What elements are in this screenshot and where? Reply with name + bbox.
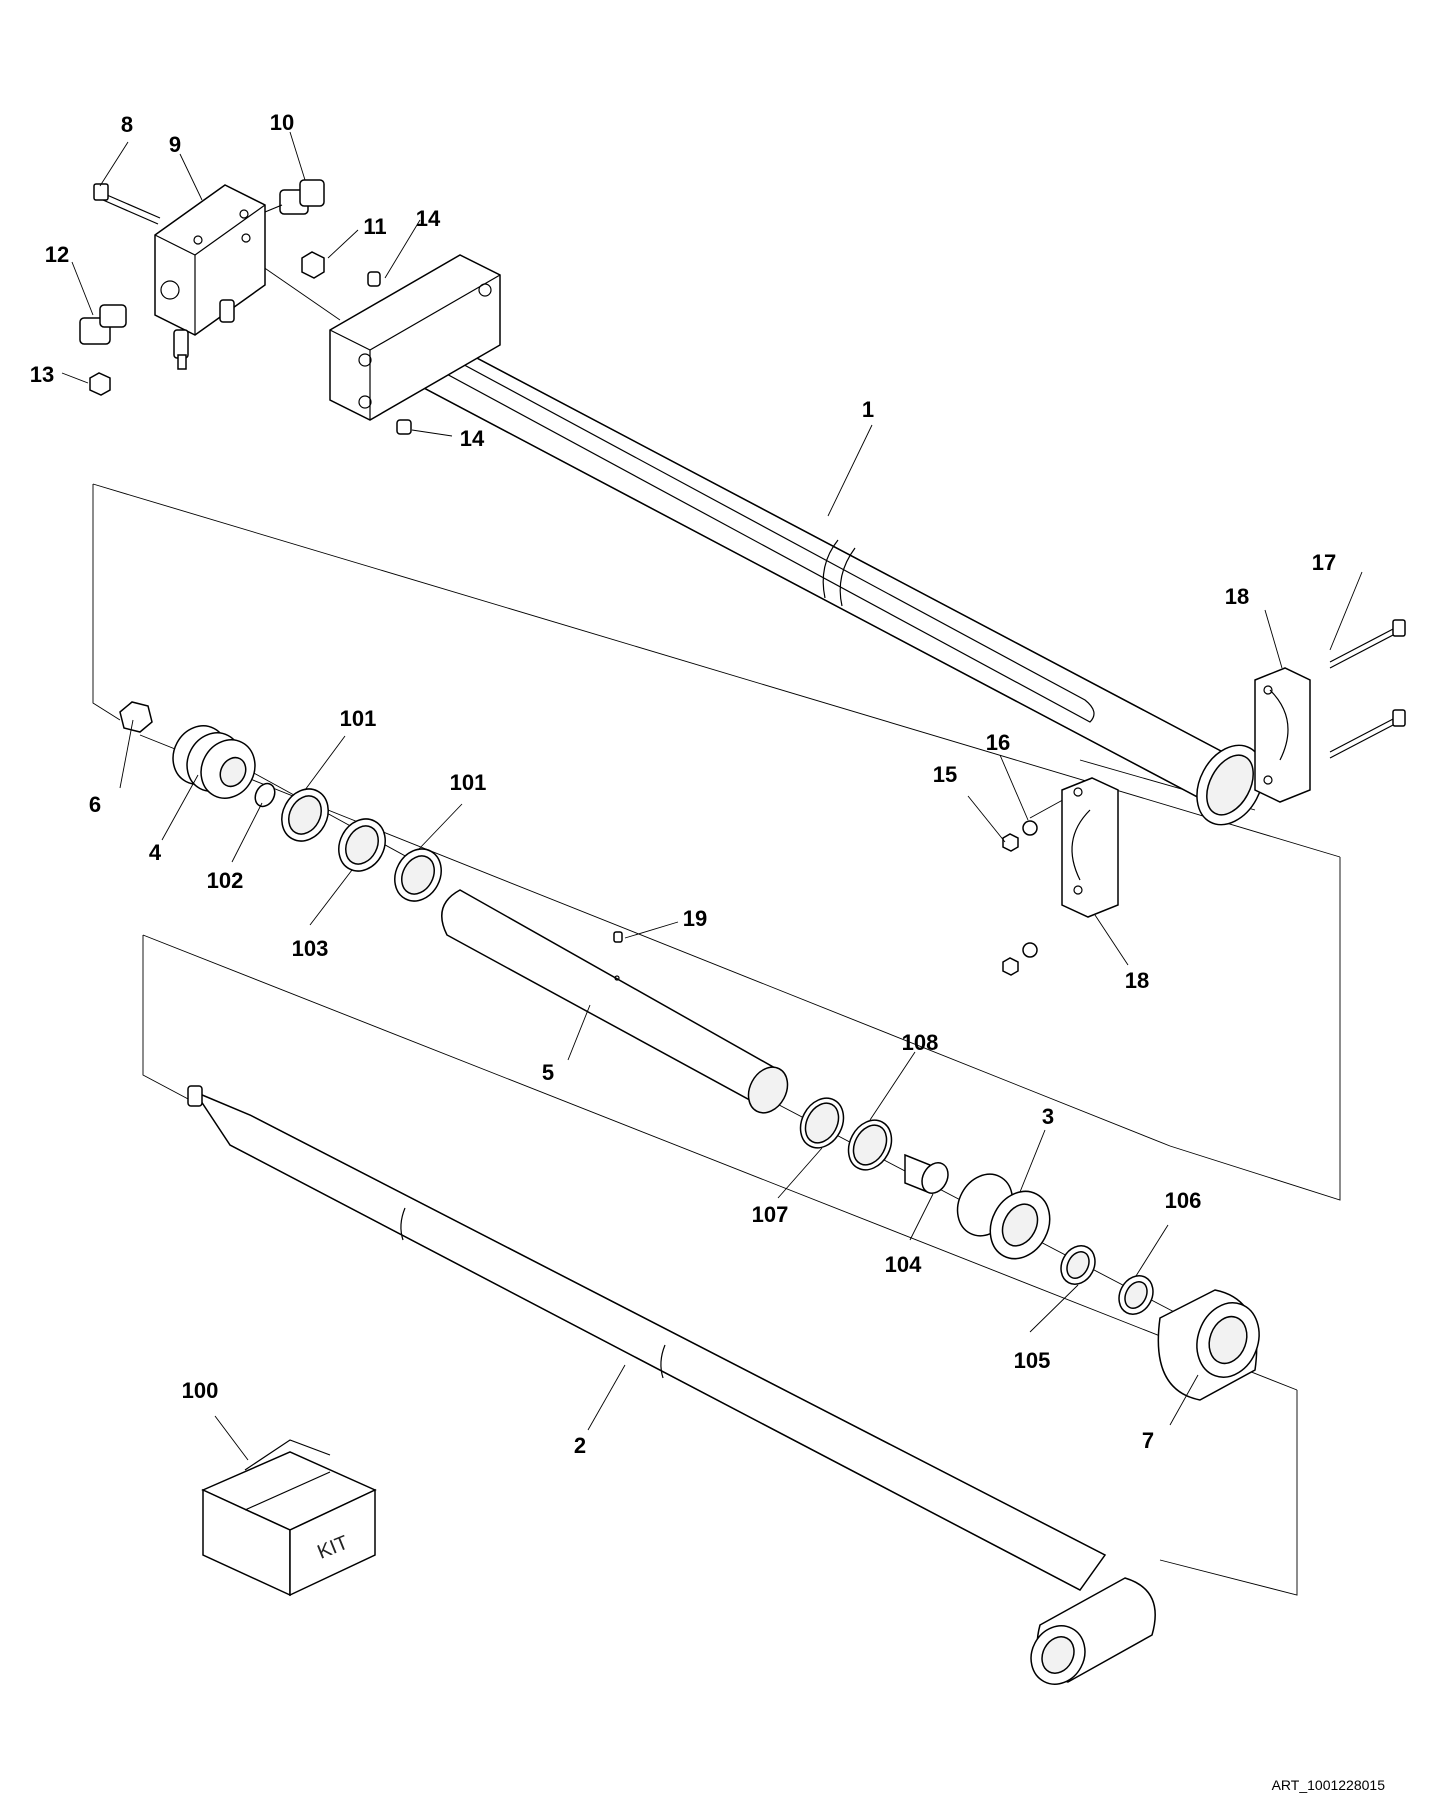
callout-104: 104 xyxy=(885,1252,922,1277)
callout-18-upper: 18 xyxy=(1225,584,1249,609)
callout-1: 1 xyxy=(862,397,874,422)
piston-rod xyxy=(187,1085,1156,1685)
callout-9: 9 xyxy=(169,132,181,157)
callout-10: 10 xyxy=(270,110,294,135)
callout-15: 15 xyxy=(933,762,957,787)
callout-102: 102 xyxy=(207,868,244,893)
callout-106: 106 xyxy=(1165,1188,1202,1213)
art-number: ART_1001228015 xyxy=(1272,1777,1386,1793)
callout-105: 105 xyxy=(1014,1348,1051,1373)
gland-group xyxy=(799,1097,1260,1401)
callout-13: 13 xyxy=(30,362,54,387)
callout-19: 19 xyxy=(683,906,707,931)
callout-101-right: 101 xyxy=(450,770,487,795)
kit-box: KIT xyxy=(201,1439,377,1597)
callout-107: 107 xyxy=(752,1202,789,1227)
clamp-assembly xyxy=(1002,619,1406,976)
callout-17: 17 xyxy=(1312,550,1336,575)
callout-18-lower: 18 xyxy=(1125,968,1149,993)
callout-7: 7 xyxy=(1142,1428,1154,1453)
callout-3: 3 xyxy=(1042,1104,1054,1129)
callout-14-upper: 14 xyxy=(416,206,441,231)
callout-8: 8 xyxy=(121,112,133,137)
callout-14-lower: 14 xyxy=(460,426,485,451)
piston-group xyxy=(119,701,442,902)
callout-103: 103 xyxy=(292,936,329,961)
leader-lines xyxy=(61,131,1363,1461)
callout-6: 6 xyxy=(89,792,101,817)
cylinder-barrel xyxy=(329,254,1264,826)
callout-labels: 1 2 3 4 5 6 7 8 9 10 11 12 13 14 14 15 1… xyxy=(30,110,1336,1458)
callout-5: 5 xyxy=(542,1060,554,1085)
callout-4: 4 xyxy=(149,840,162,865)
callout-12: 12 xyxy=(45,242,69,267)
spacer-tube xyxy=(441,889,789,1114)
callout-100: 100 xyxy=(182,1378,219,1403)
callout-101-left: 101 xyxy=(340,706,377,731)
callout-2: 2 xyxy=(574,1433,586,1458)
valve-block xyxy=(79,179,325,396)
callout-11: 11 xyxy=(363,214,386,239)
callout-108: 108 xyxy=(902,1030,939,1055)
callout-16: 16 xyxy=(986,730,1010,755)
